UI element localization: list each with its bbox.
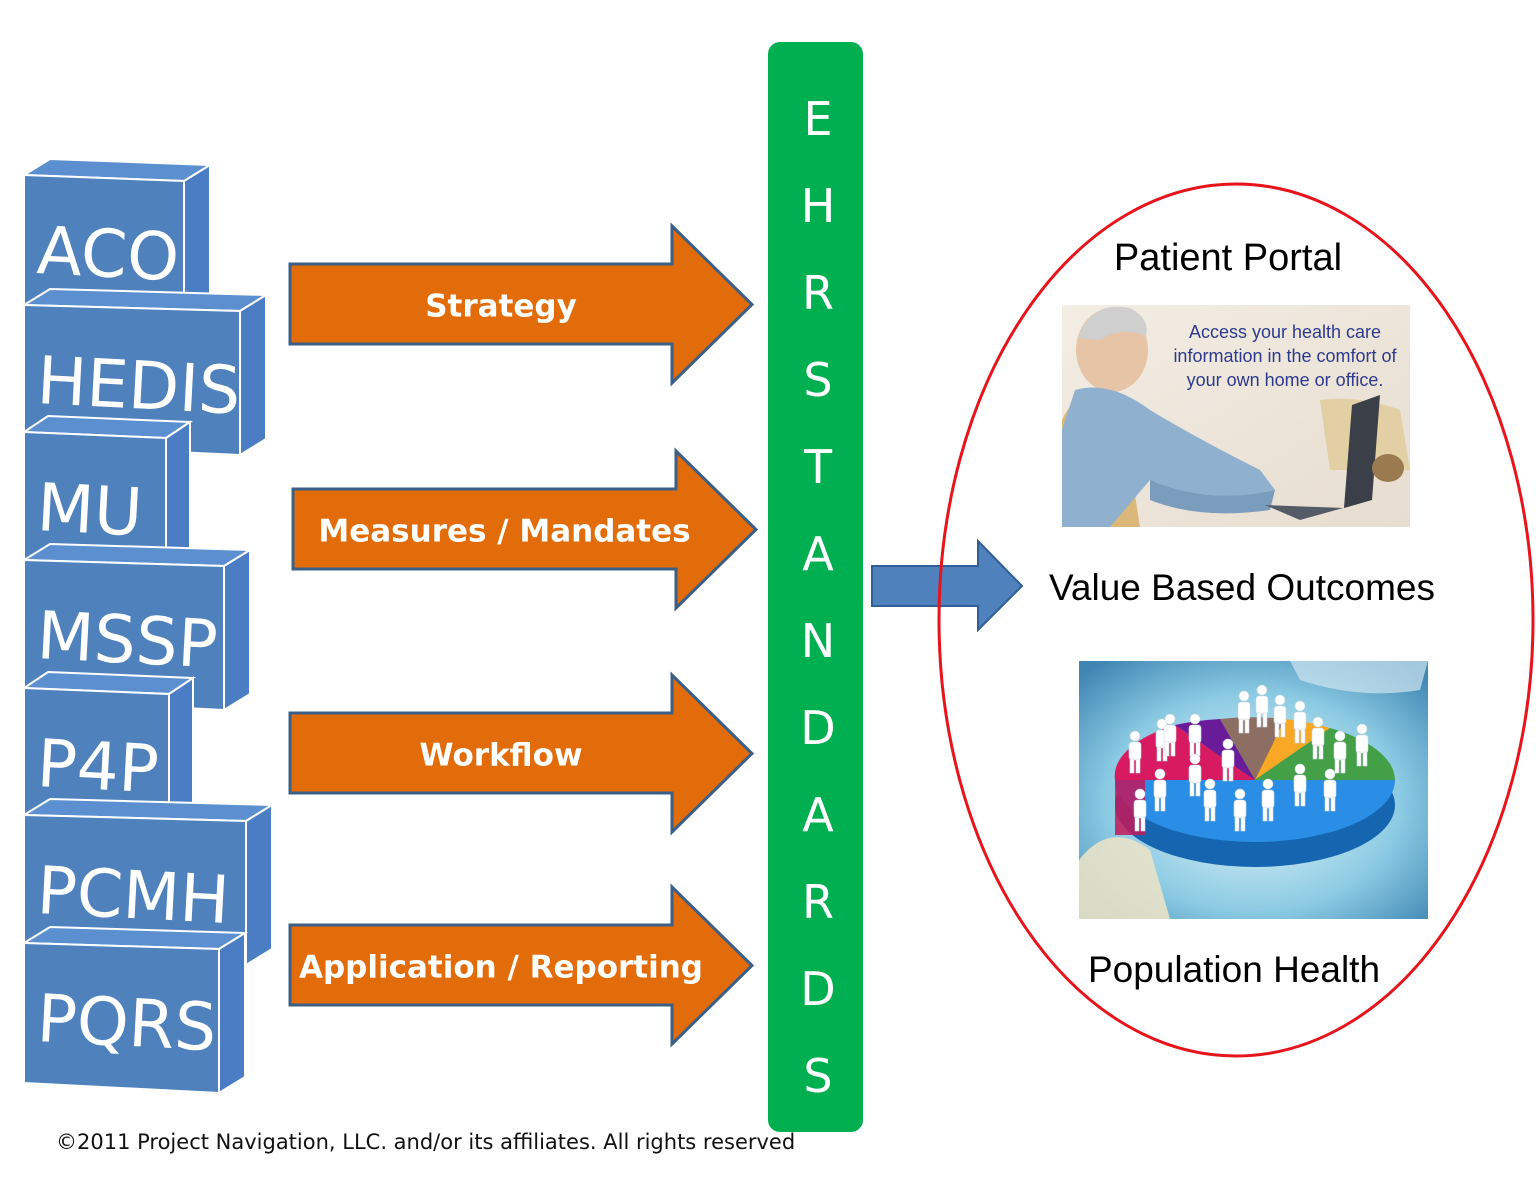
- process-arrow: Measures / Mandates: [291, 447, 759, 612]
- person-figure: [1163, 713, 1177, 757]
- process-arrow-label: Application / Reporting: [299, 950, 703, 986]
- program-block: PCMH: [20, 797, 276, 967]
- process-arrow-label: Measures / Mandates: [318, 514, 690, 550]
- ehr-letter: T: [803, 440, 833, 494]
- portal-caption-line-2: information in the comfort of: [1173, 346, 1397, 366]
- program-blocks: ACO HEDIS MU MSSP P4P PCMH PQRS: [20, 157, 276, 1095]
- portal-caption-line-1: Access your health care: [1189, 322, 1381, 342]
- person-figure: [1293, 763, 1307, 807]
- people-figures: [1128, 684, 1369, 832]
- person-figure: [1355, 723, 1369, 767]
- population-health-label: Population Health: [1088, 949, 1380, 990]
- ehr-letter: A: [802, 527, 834, 581]
- ehr-bar-background: [768, 42, 863, 1132]
- copyright-footer: ©2011 Project Navigation, LLC. and/or it…: [56, 1130, 796, 1154]
- ehr-letter: D: [800, 701, 835, 755]
- ehr-letter: A: [802, 788, 834, 842]
- population-health-image: [1079, 661, 1428, 919]
- patient-portal-image: Access your health care information in t…: [1062, 305, 1410, 527]
- person-figure: [1153, 768, 1167, 812]
- program-block: ACO: [20, 157, 214, 327]
- process-arrow-label: Workflow: [419, 738, 582, 774]
- process-arrow: Application / Reporting: [288, 883, 755, 1048]
- program-block-label: ACO: [35, 212, 181, 296]
- ehr-letter: N: [801, 614, 835, 668]
- person-figure: [1255, 684, 1269, 728]
- person-figure: [1221, 738, 1235, 782]
- ehr-letter: S: [803, 1049, 832, 1103]
- person-figure: [1237, 690, 1251, 734]
- process-arrow-label: Strategy: [425, 289, 577, 325]
- program-block: MU: [20, 414, 194, 582]
- person-figure: [1311, 716, 1325, 760]
- ehr-letter: R: [802, 875, 834, 929]
- person-figure: [1293, 700, 1307, 744]
- person-figure: [1188, 753, 1202, 797]
- person-figure: [1128, 730, 1142, 774]
- program-block-label: P4P: [35, 725, 160, 808]
- person-figure: [1233, 788, 1247, 832]
- person-figure: [1133, 788, 1147, 832]
- outcomes-ellipse: [937, 182, 1535, 1058]
- program-block-label: MSSP: [35, 597, 219, 683]
- ehr-letter: D: [800, 962, 835, 1016]
- outcome-arrow: [871, 538, 1024, 633]
- patient-portal-title: Patient Portal: [1114, 237, 1342, 279]
- program-block: PQRS: [20, 925, 249, 1095]
- value-based-outcomes-label: Value Based Outcomes: [1049, 567, 1435, 608]
- person-figure: [1333, 730, 1347, 774]
- person-figure: [1273, 694, 1287, 738]
- person-figure: [1203, 778, 1217, 822]
- ehr-letter: R: [802, 266, 834, 320]
- process-arrow: Strategy: [288, 222, 755, 387]
- ehr-letter: S: [803, 353, 832, 407]
- ehr-letter: E: [803, 92, 832, 146]
- portal-caption-line-3: your own home or office.: [1187, 370, 1384, 390]
- program-block-label: PQRS: [35, 980, 218, 1066]
- program-block-label: MU: [35, 469, 144, 551]
- person-figure: [1323, 768, 1337, 812]
- person-figure: [1261, 778, 1275, 822]
- portal-caption: Access your health care information in t…: [1173, 322, 1397, 390]
- process-arrow: Workflow: [288, 671, 755, 836]
- program-block-label: PCMH: [35, 852, 231, 939]
- ehr-letter: H: [801, 179, 836, 233]
- person-figure: [1188, 713, 1202, 757]
- program-block-label: HEDIS: [35, 342, 242, 430]
